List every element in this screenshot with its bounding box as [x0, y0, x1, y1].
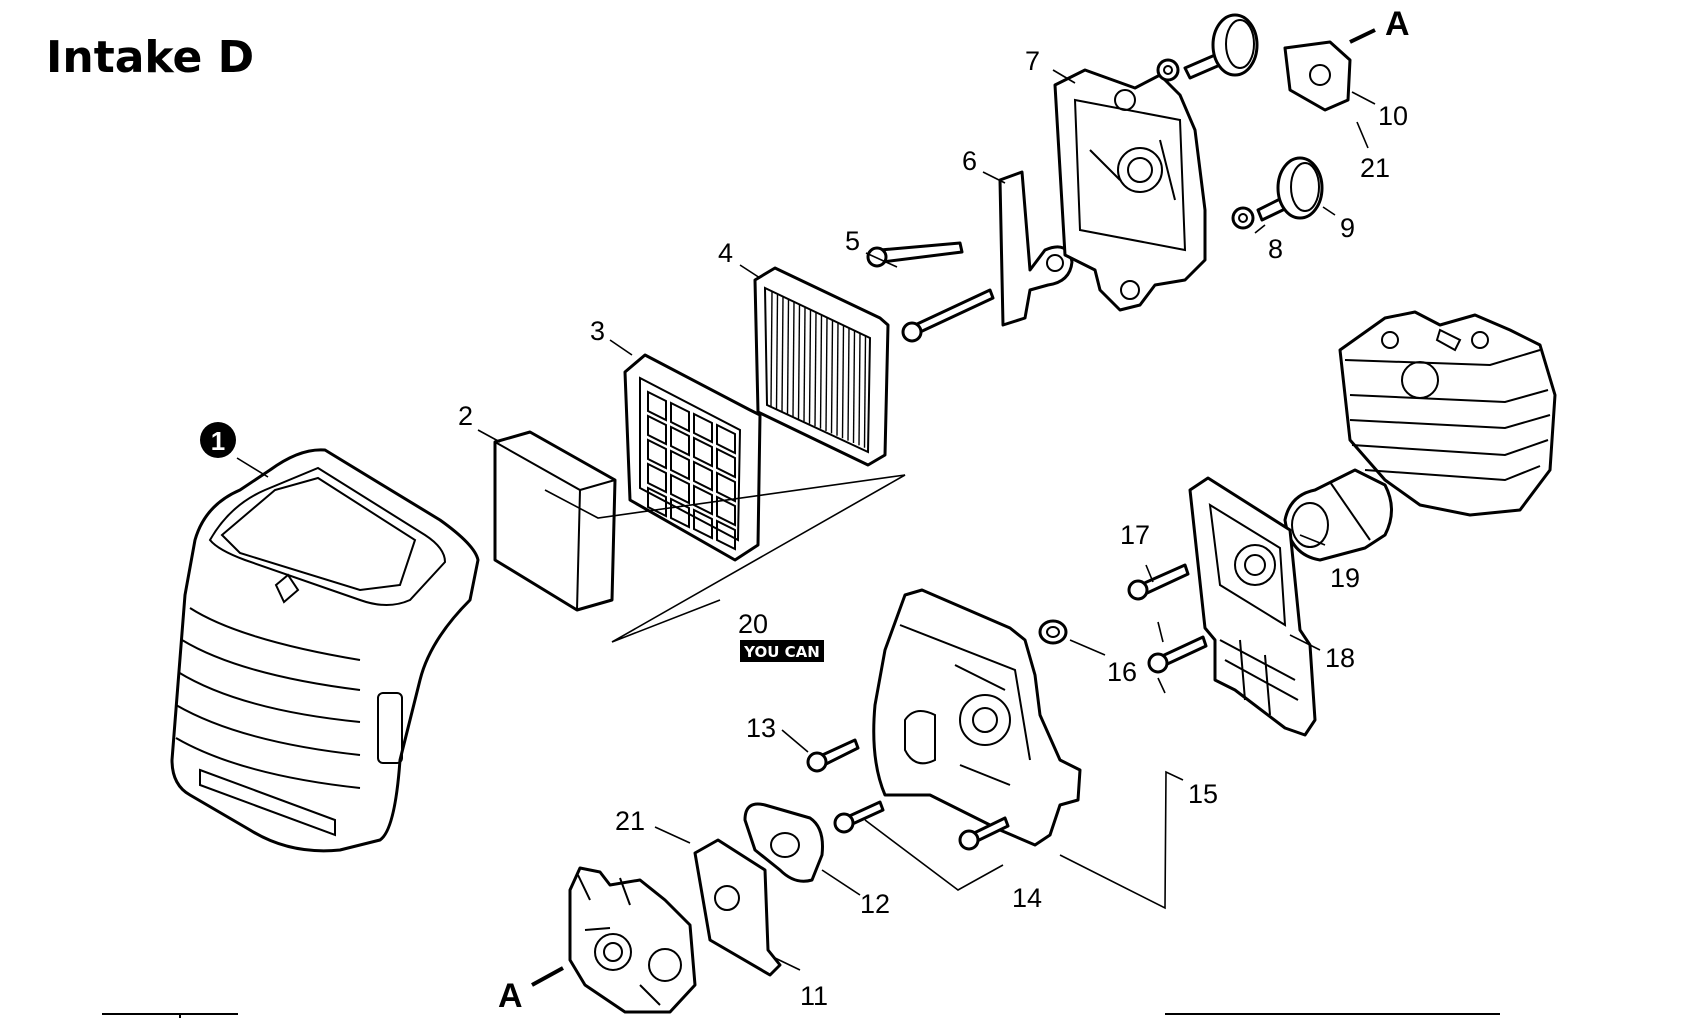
grid-cell	[693, 460, 713, 492]
pleat-line	[858, 333, 861, 446]
grid-cell	[670, 401, 690, 433]
watermark-logo: YOU CAN	[740, 640, 824, 662]
pleat-line	[847, 328, 850, 441]
callout-13: 13	[746, 713, 776, 743]
pleat-line	[841, 325, 845, 439]
part-5-screws	[866, 241, 995, 343]
part-2-prefilter	[493, 430, 617, 612]
grid-cell	[693, 436, 713, 468]
part-1-filter-cover	[170, 448, 480, 853]
grid-cell	[670, 449, 690, 481]
callout-11: 11	[800, 981, 828, 1011]
filter-pleats	[770, 291, 867, 448]
pleat-line	[803, 307, 806, 422]
grid-cell	[693, 508, 713, 540]
pleat-line	[830, 320, 834, 434]
pleat-line	[819, 315, 823, 429]
part-17-screws	[1127, 563, 1208, 674]
part-4-pleated-filter	[753, 266, 890, 467]
part-9-knob-top	[1183, 13, 1259, 80]
grid-cell	[670, 425, 690, 457]
callout-21-top: 21	[1360, 153, 1390, 183]
callouts: 1 2 3 4 5 6 7 8 9 10 11 12 13 14 15 16 1…	[200, 5, 1410, 1015]
callout-3: 3	[590, 316, 605, 346]
part-3-filter-frame	[623, 353, 762, 562]
part-9-knob	[1256, 156, 1324, 222]
pleat-line	[786, 299, 790, 415]
pleat-line	[814, 312, 817, 427]
part-16-bushing	[1038, 619, 1068, 645]
callout-21-bottom: 21	[615, 806, 645, 836]
callout-18: 18	[1325, 643, 1355, 673]
part-11-gasket	[693, 838, 782, 977]
pleat-line	[797, 304, 801, 420]
filter-frame-grid	[647, 390, 736, 551]
part-7-base-plate	[1053, 68, 1207, 312]
grid-cell	[716, 495, 736, 527]
connection-marker-a-bottom: A	[498, 977, 523, 1015]
callout-9: 9	[1340, 213, 1355, 243]
pleat-line	[792, 302, 795, 417]
grid-cell	[647, 438, 667, 470]
callout-10: 10	[1378, 101, 1408, 131]
part-10-gasket	[1283, 40, 1352, 112]
callout-12: 12	[860, 889, 890, 919]
grid-cell	[716, 447, 736, 479]
grid-cell	[647, 462, 667, 494]
pleat-line	[770, 291, 773, 408]
callout-14: 14	[1012, 883, 1042, 913]
callout-7: 7	[1025, 46, 1040, 76]
carburetor	[568, 866, 697, 1014]
part-14-screws	[833, 800, 1010, 851]
pleat-line	[781, 297, 784, 412]
part-13-screw	[806, 738, 860, 773]
pleat-line	[825, 317, 828, 432]
callout-1: 1	[211, 426, 225, 456]
grid-cell	[716, 423, 736, 455]
page-border-fragments	[102, 1013, 1500, 1018]
part-19-intake-manifold	[1283, 468, 1393, 562]
leader-lines	[236, 28, 1376, 987]
callout-4: 4	[718, 238, 733, 268]
part-8-washer-top	[1156, 58, 1180, 82]
pleat-line	[836, 323, 839, 436]
pleat-line	[852, 330, 856, 444]
grid-cell	[716, 519, 736, 551]
grid-cell	[693, 412, 713, 444]
part-18-spacer-flange	[1188, 476, 1317, 737]
grid-cell	[670, 473, 690, 505]
grid-cell	[670, 497, 690, 529]
pleat-line	[775, 294, 779, 410]
callout-5: 5	[845, 226, 860, 256]
part-8-washer	[1231, 206, 1255, 230]
callout-8: 8	[1268, 234, 1283, 264]
pleat-line	[808, 310, 812, 424]
grid-cell	[693, 484, 713, 516]
connection-marker-a-top: A	[1385, 5, 1410, 43]
callout-17: 17	[1120, 520, 1150, 550]
grid-cell	[647, 486, 667, 518]
callout-16: 16	[1107, 657, 1137, 687]
grid-cell	[647, 414, 667, 446]
callout-19: 19	[1330, 563, 1360, 593]
callout-1-badge	[200, 422, 236, 458]
callout-20: 20	[738, 609, 768, 639]
callout-6: 6	[962, 146, 977, 176]
cylinder	[1338, 310, 1557, 517]
callout-15: 15	[1188, 779, 1218, 809]
callout-2: 2	[458, 401, 473, 431]
page-title: Intake D	[46, 32, 254, 83]
grid-cell	[647, 390, 667, 422]
part-12-flange	[743, 802, 824, 883]
grid-cell	[716, 471, 736, 503]
watermark-text: YOU CAN	[743, 643, 820, 661]
part-6-choke-plate	[998, 170, 1074, 327]
pleat-line	[863, 336, 867, 448]
